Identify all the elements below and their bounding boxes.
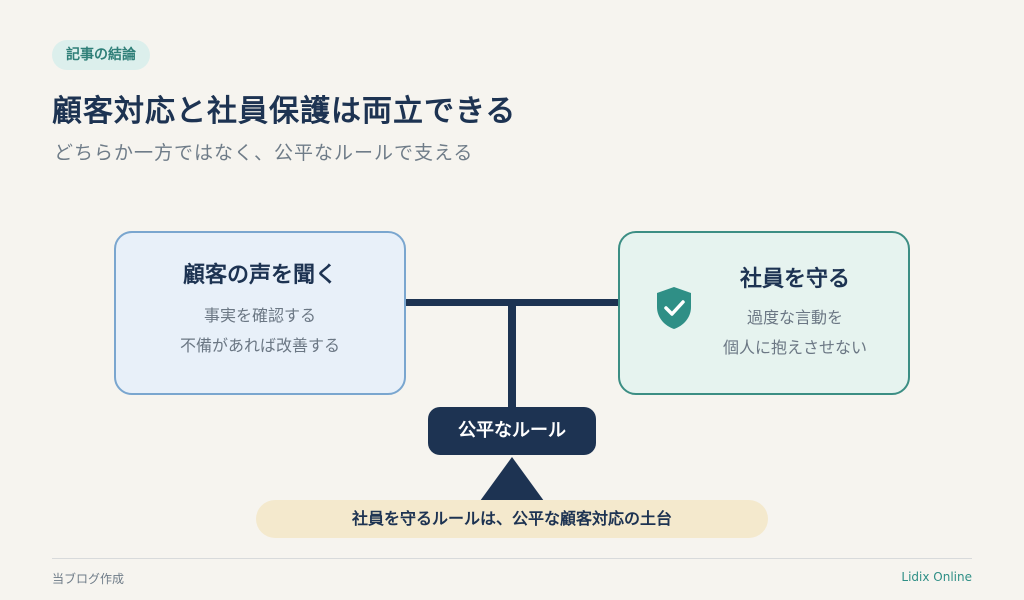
protect-staff-line: 個人に抱えさせない — [722, 338, 867, 357]
protect-staff-line: 過度な言動を — [746, 308, 843, 327]
section-tag: 記事の結論 — [52, 40, 150, 70]
conclusion-banner: 社員を守るルールは、公平な顧客対応の土台 — [256, 500, 768, 538]
balance-post — [508, 302, 516, 412]
protect-staff-body: 過度な言動を 個人に抱えさせない — [682, 303, 908, 363]
fulcrum-triangle — [480, 457, 544, 501]
protect-staff-title: 社員を守る — [739, 267, 850, 292]
customer-voice-title: 顧客の声を聞く — [182, 263, 337, 288]
customer-voice-body: 事実を確認する 不備があれば改善する — [116, 301, 404, 361]
page-subtitle: どちらか一方ではなく、公平なルールで支える — [54, 142, 474, 164]
customer-voice-card: 顧客の声を聞く 事実を確認する 不備があれば改善する — [114, 231, 406, 395]
footer-divider — [52, 558, 972, 559]
footer-brand: Lidix Online — [901, 570, 972, 584]
customer-voice-line: 事実を確認する — [203, 306, 316, 325]
customer-voice-line: 不備があれば改善する — [179, 336, 340, 355]
fair-rules-label: 公平なルール — [428, 407, 596, 455]
protect-staff-text: 社員を守る 過度な言動を 個人に抱えさせない — [682, 233, 908, 363]
protect-staff-card: 社員を守る 過度な言動を 個人に抱えさせない — [618, 231, 910, 395]
shield-check-icon — [657, 287, 691, 329]
footer-source: 当ブログ作成 — [52, 572, 125, 586]
page-title: 顧客対応と社員保護は両立できる — [52, 94, 517, 129]
